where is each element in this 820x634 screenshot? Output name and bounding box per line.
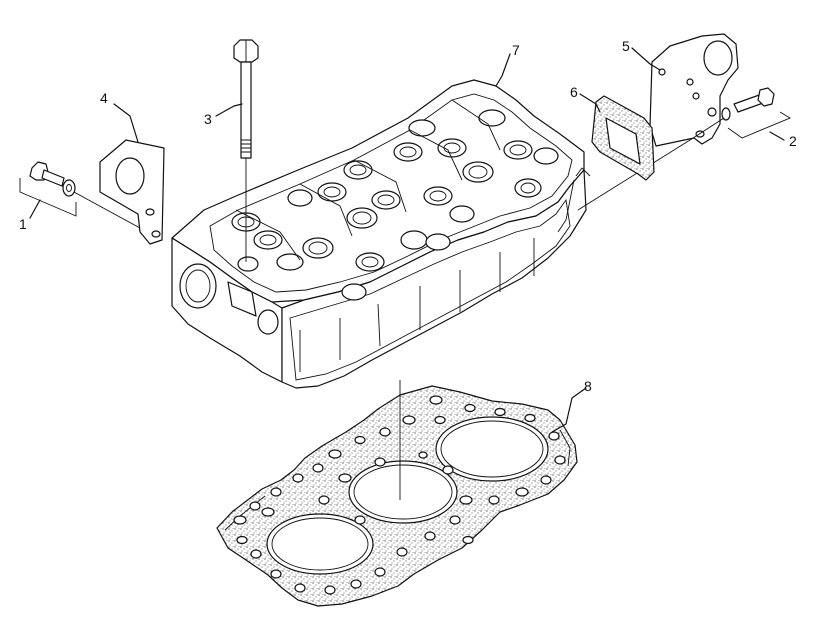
callout-3: 3 [204, 111, 212, 127]
callout-7: 7 [512, 42, 520, 58]
callout-2: 2 [789, 133, 797, 149]
bolt-washer-right [577, 87, 791, 211]
callout-5: 5 [622, 38, 630, 54]
lifting-bracket-left [99, 139, 165, 245]
head-gasket [216, 385, 578, 607]
leader-lines [29, 47, 785, 500]
callout-1: 1 [19, 216, 27, 232]
callout-6: 6 [570, 84, 578, 100]
bolt-washer-left [19, 161, 141, 229]
lifting-bracket-right [649, 33, 739, 147]
cylinder-head [171, 79, 587, 389]
callout-labels: 1 2 3 4 5 6 7 8 [19, 38, 797, 394]
callout-4: 4 [100, 90, 108, 106]
head-bolt [233, 39, 259, 262]
cover-gasket [557, 95, 655, 233]
callout-8: 8 [584, 378, 592, 394]
